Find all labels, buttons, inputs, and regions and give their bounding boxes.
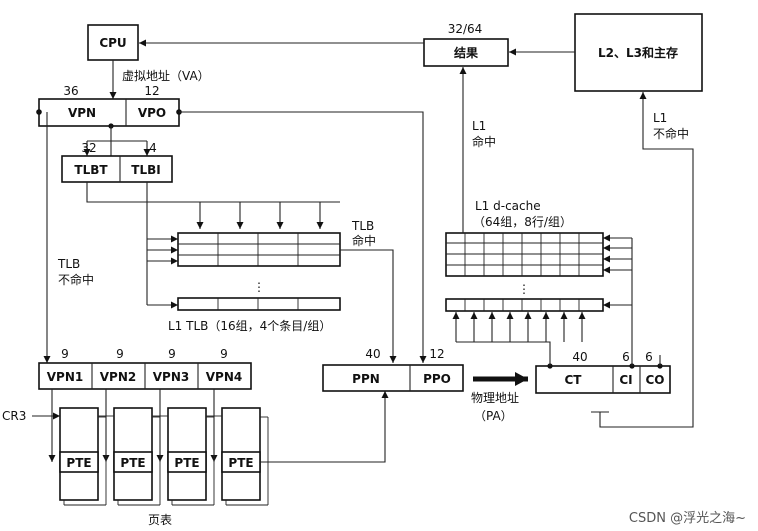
tlb-miss-line2: 不命中 <box>58 272 94 287</box>
tlbi-field: TLBI <box>131 163 160 177</box>
memory-label: L2、L3和主存 <box>598 45 678 60</box>
tlbt-field: TLBT <box>74 163 108 177</box>
pte-4: PTE <box>228 456 253 470</box>
vpn3-field: VPN3 <box>153 370 189 384</box>
vpn2-field: VPN2 <box>100 370 136 384</box>
tlbt-bits: 32 <box>81 141 96 155</box>
vpn1-bits: 9 <box>61 347 69 361</box>
vpn-field: VPN <box>68 106 96 120</box>
memory-box <box>574 13 703 92</box>
tlb-miss-line1: TLB <box>57 257 80 271</box>
va-label: 虚拟地址（VA） <box>122 69 210 83</box>
co-field: CO <box>645 373 664 387</box>
ppo-bits: 12 <box>429 347 444 361</box>
tlb-caption: L1 TLB（16组，4个条目/组） <box>168 319 331 333</box>
cr3-label: CR3 <box>2 409 26 423</box>
tlb-hit-line1: TLB <box>351 219 374 233</box>
tlb-ellipsis: ⋮ <box>253 280 265 294</box>
ci-field: CI <box>619 373 632 387</box>
tlbi-bits: 4 <box>149 141 157 155</box>
ct-compare-bus <box>456 341 551 366</box>
l1-miss-line2: 不命中 <box>653 126 689 141</box>
result-label: 结果 <box>454 45 478 60</box>
vpn2-bits: 9 <box>116 347 124 361</box>
pa-register <box>322 364 464 392</box>
result-box <box>423 38 509 67</box>
pa-label-line2: （PA） <box>474 409 513 423</box>
vpo-to-ppo-wire <box>179 111 427 363</box>
ppn-field: PPN <box>352 372 380 386</box>
cache-address-register <box>535 365 671 394</box>
tlb-hit-wire <box>340 249 397 363</box>
vpn4-field: VPN4 <box>206 370 242 384</box>
l1-dcache-table <box>445 232 604 312</box>
ct-bits: 40 <box>572 350 587 364</box>
l1-hit-line2: 命中 <box>472 134 496 149</box>
va-dot-left <box>36 109 42 115</box>
cache-caption-line1: L1 d-cache <box>475 199 541 213</box>
tlb-table <box>177 232 341 311</box>
watermark: CSDN @浮光之海~ <box>629 511 746 526</box>
l1-miss-line1: L1 <box>653 111 667 125</box>
tlbt-compare-bus <box>86 182 340 203</box>
vpo-field: VPO <box>138 106 166 120</box>
page-tables <box>59 407 269 506</box>
pte-3: PTE <box>174 456 199 470</box>
pte-to-ppn-wire <box>260 391 389 463</box>
page-table-label: 页表 <box>148 513 172 527</box>
vpo-bits: 12 <box>144 84 159 98</box>
cache-ellipsis: ⋮ <box>518 282 530 296</box>
result-bits: 32/64 <box>448 22 483 36</box>
cpu-label: CPU <box>99 36 126 50</box>
pa-label-line1: 物理地址 <box>471 391 519 405</box>
co-bits: 6 <box>645 350 653 364</box>
pte-1: PTE <box>66 456 91 470</box>
vpn3-bits: 9 <box>168 347 176 361</box>
ppn-bits: 40 <box>365 347 380 361</box>
ppo-field: PPO <box>423 372 451 386</box>
vpn-bits: 36 <box>63 84 78 98</box>
tlb-index-register <box>61 155 173 183</box>
tlb-hit-line2: 命中 <box>352 233 376 248</box>
pte-2: PTE <box>120 456 145 470</box>
ci-bits: 6 <box>622 350 630 364</box>
l1-hit-line1: L1 <box>472 119 486 133</box>
l1-miss-wire <box>599 92 694 428</box>
vpn1-field: VPN1 <box>47 370 83 384</box>
ct-field: CT <box>565 373 583 387</box>
cache-caption-line2: （64组，8行/组） <box>473 215 572 229</box>
vpn4-bits: 9 <box>220 347 228 361</box>
